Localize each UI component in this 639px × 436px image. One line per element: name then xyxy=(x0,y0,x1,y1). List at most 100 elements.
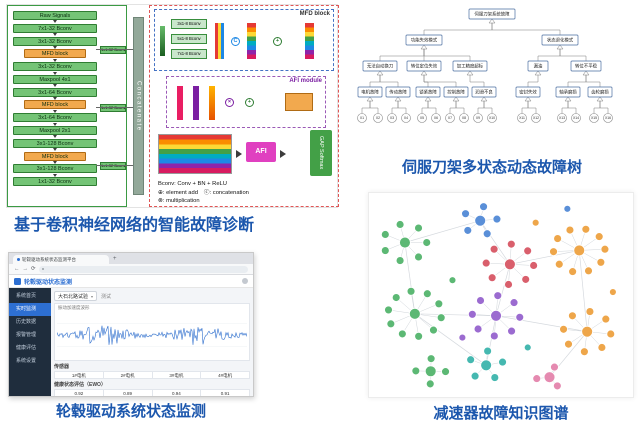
cnn-layer-box: 7x1-32 Bconv xyxy=(13,23,97,33)
cnn-legend: Bconv: Conv + BN + ReLU ⊕: element add ⓒ… xyxy=(158,180,249,206)
avatar[interactable] xyxy=(242,278,248,284)
gate-icon xyxy=(420,70,428,76)
cnn-layer-box: 3x1-64 Bconv xyxy=(13,87,97,97)
tree-node-label: 轴承磨损 xyxy=(559,89,577,96)
back-icon[interactable]: ← xyxy=(14,266,20,272)
forward-icon[interactable]: → xyxy=(22,266,29,272)
graph-node xyxy=(584,266,593,276)
graph-node xyxy=(466,355,476,365)
down-arrow-icon xyxy=(53,20,57,24)
graph-node xyxy=(568,267,577,276)
monitoring-dashboard-screenshot: 轮毂驱动系统状态监测平台 + ← → ⟳ 轮毂驱动状态监测 系统首页实时监测历史… xyxy=(8,252,254,397)
tree-node-box xyxy=(443,86,469,98)
sidebar-item[interactable]: 历史数据 xyxy=(16,319,37,325)
url-field[interactable] xyxy=(38,265,248,273)
graph-node xyxy=(461,209,470,219)
graph-edge xyxy=(509,250,580,265)
basic-event-node xyxy=(531,113,541,123)
attention-bar xyxy=(209,86,215,120)
mfd-conv-box: 3x1-8 Bconv xyxy=(171,19,207,29)
basic-event-node xyxy=(517,113,527,123)
down-arrow-icon xyxy=(53,71,57,75)
browser-tabstrip: 轮毂驱动系统状态监测平台 + xyxy=(9,253,253,264)
mini-table-cell: 0.89 xyxy=(103,389,153,396)
down-arrow-icon xyxy=(53,122,57,126)
mini-table-cell: 2#电机 xyxy=(103,371,153,379)
graph-hub-node xyxy=(573,244,586,257)
tree-node-box xyxy=(587,86,613,98)
tree-edge xyxy=(369,101,379,114)
graph-hub-node xyxy=(543,371,556,384)
cnn-layer-box: 3x1-128 Bconv xyxy=(13,138,97,148)
graph-node xyxy=(380,246,390,255)
cnn-layer-box: 1x1-32 Bconv xyxy=(13,177,97,187)
sidebar-item[interactable]: 系统设置 xyxy=(16,358,37,364)
sidebar-item[interactable]: 实时监测 xyxy=(9,303,51,316)
fault-tree-diagram: 伺服刀架系统故障功能失效模式状态退化模式无法自动换刀转位定位失效加工精度超标漏油… xyxy=(357,8,613,123)
gate-icon xyxy=(424,96,432,102)
basic-event-label: X13 xyxy=(559,116,565,120)
dash-toolbar: 大石北路试验 ▾ 测试 xyxy=(54,290,250,302)
graph-node xyxy=(467,309,477,319)
graph-hub-node xyxy=(504,258,516,271)
graph-edge xyxy=(495,315,588,332)
input-feature-bar xyxy=(160,26,165,56)
down-arrow-icon xyxy=(53,58,57,62)
tree-node-box xyxy=(471,86,497,98)
basic-event-label: X1 xyxy=(360,116,364,120)
sidebar-item[interactable]: 系统首页 xyxy=(16,293,37,299)
tree-edge xyxy=(593,101,601,114)
reload-icon[interactable]: ⟳ xyxy=(31,266,36,272)
graph-node xyxy=(406,286,416,296)
mini-table-cell: 1#电机 xyxy=(54,371,104,379)
toolbar-tag: 测试 xyxy=(101,293,112,300)
tree-node-label: 伺服刀架系统故障 xyxy=(474,11,510,18)
sidebar-item[interactable]: 报警管理 xyxy=(16,332,37,338)
graph-node xyxy=(470,371,480,381)
graph-edge xyxy=(479,220,511,265)
cnn-branch-box: 1x1-32 Bconv xyxy=(100,46,126,54)
mfd-conv-box: 7x1-8 Bconv xyxy=(171,49,207,59)
stacked-feature-maps xyxy=(158,134,232,174)
legend-line: Bconv: Conv + BN + ReLU xyxy=(158,181,227,187)
tree-node-box xyxy=(415,86,441,98)
tree-node-box xyxy=(406,60,442,72)
gate-icon xyxy=(564,96,572,102)
cnn-branch-box: 1x1-32 Bconv xyxy=(100,104,126,112)
graph-node xyxy=(384,305,393,315)
graph-edge xyxy=(578,250,588,332)
connector-line xyxy=(96,107,134,108)
gate-icon xyxy=(452,96,460,102)
graph-node xyxy=(391,293,401,302)
feature-maps xyxy=(247,23,256,59)
graph-node xyxy=(463,226,473,235)
basic-event-label: X4 xyxy=(404,116,408,120)
tree-edge xyxy=(559,49,587,61)
sidebar-item[interactable]: 健康评估 xyxy=(16,345,37,351)
graph-hub-node xyxy=(581,325,593,338)
basic-event-label: X5 xyxy=(420,116,424,120)
gate-icon xyxy=(556,44,564,50)
graph-edge xyxy=(495,264,511,316)
experiment-select[interactable]: 大石北路试验 ▾ xyxy=(54,291,98,301)
tree-node-label: 转位定位失效 xyxy=(411,63,438,70)
basic-event-node xyxy=(459,113,469,123)
graph-node xyxy=(552,381,562,391)
graph-node xyxy=(594,232,604,241)
mini-table-title: 传感器 xyxy=(54,364,70,370)
graph-node xyxy=(580,347,589,357)
browser-tab[interactable]: 轮毂驱动系统状态监测平台 xyxy=(13,255,109,264)
cnn-layer-box: MFD block xyxy=(24,100,86,110)
tree-edge xyxy=(491,23,561,35)
tree-node-box xyxy=(527,60,549,72)
basic-event-node xyxy=(445,113,455,123)
tree-edge xyxy=(423,75,429,87)
select-value: 大石北路试验 xyxy=(58,293,89,300)
graph-node xyxy=(498,357,507,367)
mini-table-cell: 4#电机 xyxy=(201,371,250,379)
mfd-block-title: MFD block xyxy=(299,11,330,17)
mini-table-cell: 0.94 xyxy=(152,389,202,396)
new-tab-button[interactable]: + xyxy=(113,256,117,262)
